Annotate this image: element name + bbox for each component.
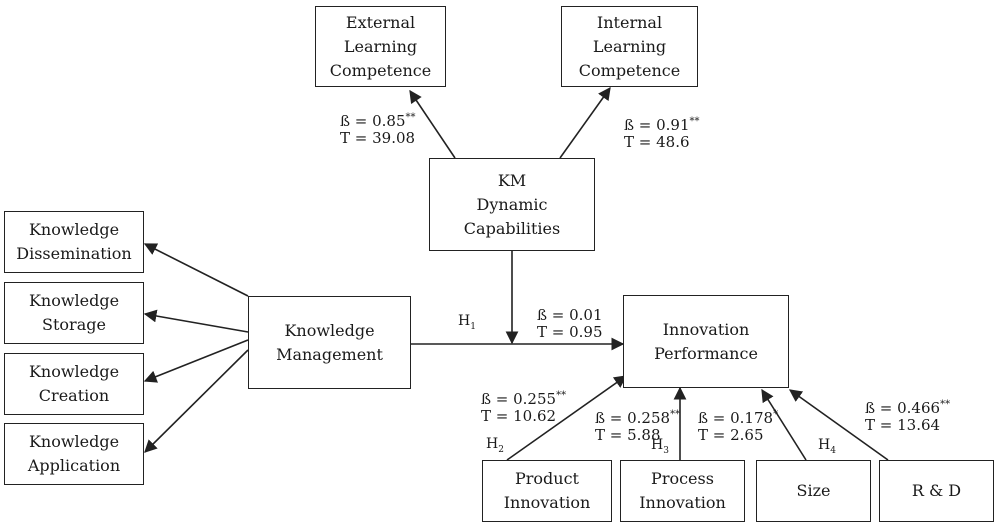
knowledge-storage-box: Knowledge Storage <box>4 282 144 344</box>
knowledge-management-box: Knowledge Management <box>248 296 411 389</box>
size-box: Size <box>756 460 871 522</box>
path-label-process: ß = 0.258** T = 5.88 <box>595 409 681 444</box>
arrow-km-to-application <box>144 349 249 453</box>
arrow-km-to-storage <box>143 309 249 333</box>
knowledge-dissemination-box: Knowledge Dissemination <box>4 211 144 273</box>
path-label-external: ß = 0.85** T = 39.08 <box>340 112 416 147</box>
hypothesis-h2-label: H2 <box>486 436 504 455</box>
innovation-performance-box: Innovation Performance <box>623 295 789 388</box>
path-label-product: ß = 0.255** T = 10.62 <box>481 390 567 425</box>
product-innovation-box: Product Innovation <box>482 460 612 522</box>
path-label-rd: ß = 0.466** T = 13.64 <box>865 399 951 434</box>
hypothesis-h4-label: H4 <box>818 437 836 456</box>
hypothesis-h3-label: H3 <box>651 437 669 456</box>
internal-learning-competence-box: Internal Learning Competence <box>561 6 698 87</box>
knowledge-creation-box: Knowledge Creation <box>4 353 144 415</box>
arrow-km-to-dissemination <box>143 243 249 297</box>
km-dynamic-capabilities-box: KM Dynamic Capabilities <box>429 158 595 251</box>
arrow-km-to-creation <box>143 339 249 383</box>
path-label-size: ß = 0.178* T = 2.65 <box>698 409 779 444</box>
path-label-internal: ß = 0.91** T = 48.6 <box>624 116 700 151</box>
external-learning-competence-box: External Learning Competence <box>315 6 446 87</box>
arrow-km-dynamic-to-internal <box>559 86 611 159</box>
path-label-km-moderation: ß = 0.01 T = 0.95 <box>537 306 603 341</box>
process-innovation-box: Process Innovation <box>620 460 745 522</box>
arrow-rd-to-performance <box>788 389 889 461</box>
hypothesis-h1-label: H1 <box>458 313 476 332</box>
arrow-size-to-performance <box>761 388 807 461</box>
arrow-product-to-performance <box>506 375 628 461</box>
rd-box: R & D <box>879 460 994 522</box>
knowledge-application-box: Knowledge Application <box>4 423 144 485</box>
arrow-km-dynamic-to-external <box>409 89 456 159</box>
